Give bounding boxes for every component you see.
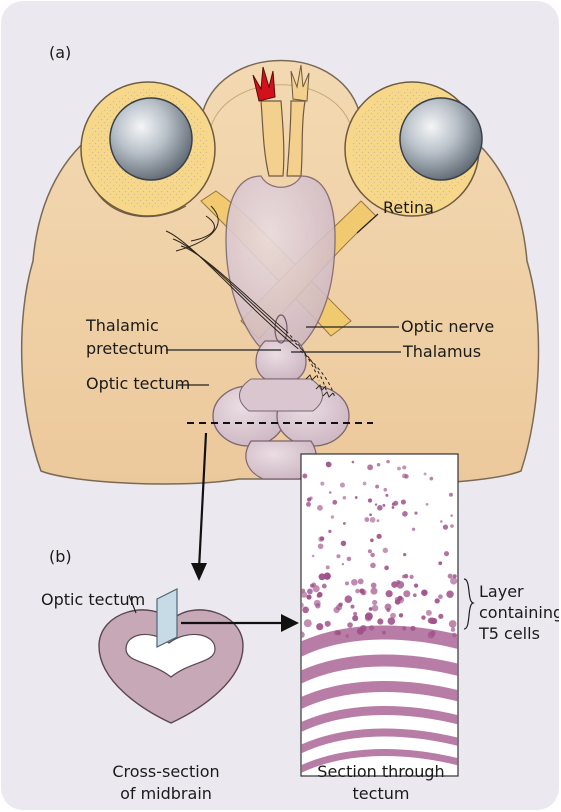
cross-section-caption-1: Cross-section	[112, 762, 219, 781]
layer-brace	[464, 579, 473, 629]
left-eye	[81, 82, 215, 217]
retina-label: Retina	[383, 198, 434, 217]
section-caption-1: Section through	[317, 762, 444, 781]
optic-tectum-label: Optic tectum	[86, 374, 190, 393]
panel-b-letter: (b)	[49, 547, 72, 566]
layer-label-3: T5 cells	[478, 624, 540, 643]
section-caption-2: tectum	[353, 784, 410, 803]
thalamic-pretectum-label-2: pretectum	[86, 339, 169, 358]
layer-label-2: containing	[479, 603, 559, 622]
thalamic-pretectum-label-1: Thalamic	[85, 316, 159, 335]
b-optic-tectum-label: Optic tectum	[41, 590, 145, 609]
optic-nerve-label: Optic nerve	[401, 317, 494, 336]
tectum-section	[297, 454, 463, 776]
cross-section-caption-2: of midbrain	[120, 784, 212, 803]
panel-a-letter: (a)	[49, 43, 71, 62]
layer-label-1: Layer	[479, 582, 524, 601]
thalamus-label: Thalamus	[402, 342, 481, 361]
midbrain-cross-section	[99, 589, 243, 723]
